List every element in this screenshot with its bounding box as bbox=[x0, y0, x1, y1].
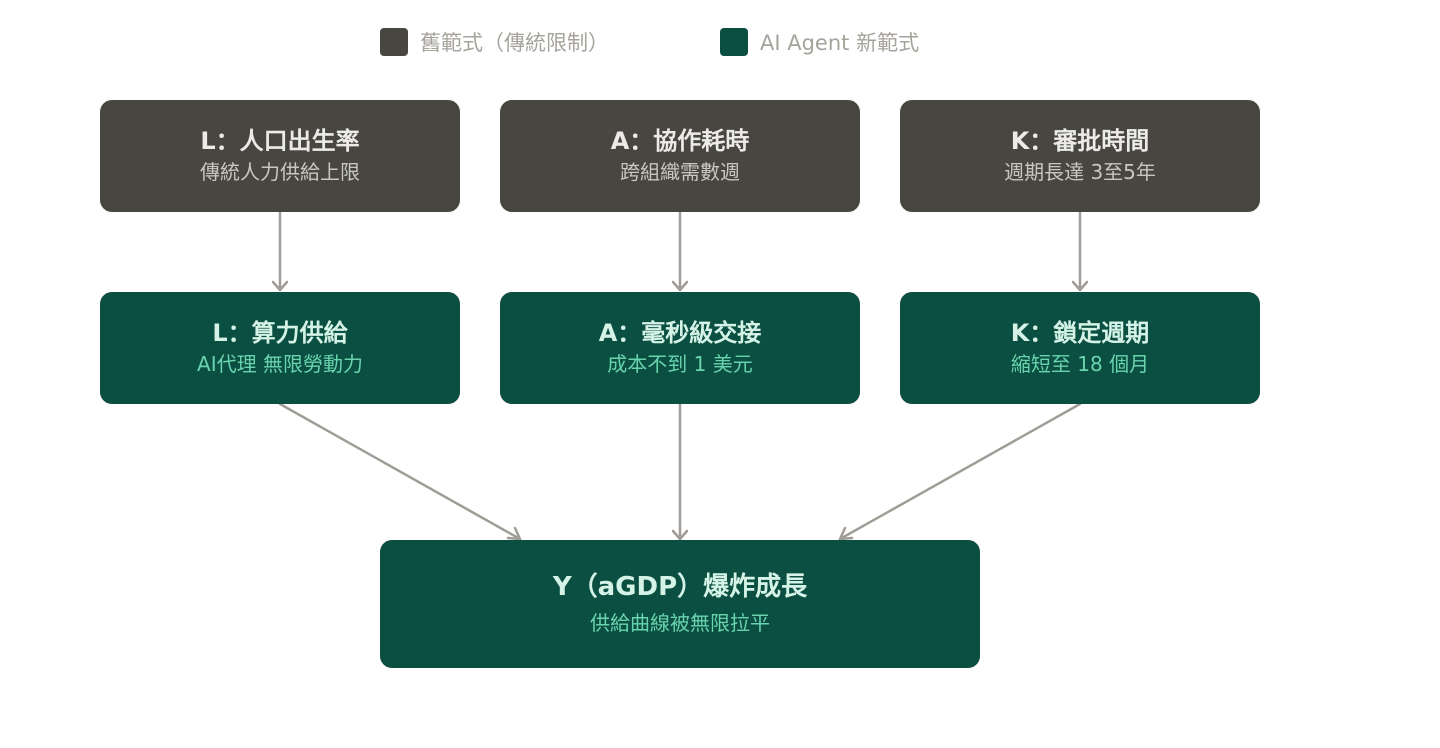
legend-item-new-paradigm: AI Agent 新範式 bbox=[720, 28, 919, 56]
node-new-lock-cycle: K：鎖定週期 縮短至 18 個月 bbox=[900, 292, 1260, 404]
legend-label-new: AI Agent 新範式 bbox=[760, 31, 920, 55]
node-new-compute: L：算力供給 AI代理 無限勞動力 bbox=[100, 292, 460, 404]
arrow-new-k-to-result bbox=[838, 402, 1082, 541]
arrow-new-l-to-result bbox=[278, 402, 522, 541]
arrowhead-new-l-to-result bbox=[506, 526, 522, 541]
legend-swatch-new bbox=[720, 28, 748, 56]
node-subtitle: AI代理 無限勞動力 bbox=[197, 352, 363, 376]
node-title: A：毫秒級交接 bbox=[598, 319, 762, 347]
legend-item-old-paradigm: 舊範式（傳統限制） bbox=[380, 28, 609, 56]
node-old-labor: L：人口出生率 傳統人力供給上限 bbox=[100, 100, 460, 212]
arrowhead-old-a-to-new-a bbox=[671, 280, 689, 292]
arrowhead-new-a-to-result bbox=[671, 529, 689, 541]
node-title: L：人口出生率 bbox=[200, 127, 360, 155]
node-subtitle: 供給曲線被無限拉平 bbox=[590, 611, 770, 635]
arrowhead-old-k-to-new-k bbox=[1071, 280, 1089, 292]
arrowhead-old-l-to-new-l bbox=[271, 280, 289, 292]
node-title: Y（aGDP）爆炸成長 bbox=[552, 572, 808, 602]
node-subtitle: 週期長達 3至5年 bbox=[1004, 160, 1156, 184]
node-result-agdp: Y（aGDP）爆炸成長 供給曲線被無限拉平 bbox=[380, 540, 980, 668]
node-subtitle: 縮短至 18 個月 bbox=[1010, 352, 1150, 376]
node-old-collaboration: A：協作耗時 跨組織需數週 bbox=[500, 100, 860, 212]
node-title: A：協作耗時 bbox=[610, 127, 750, 155]
node-title: K：審批時間 bbox=[1010, 127, 1150, 155]
node-subtitle: 跨組織需數週 bbox=[620, 160, 740, 184]
node-subtitle: 傳統人力供給上限 bbox=[200, 160, 360, 184]
legend-swatch-old bbox=[380, 28, 408, 56]
arrowhead-new-k-to-result bbox=[838, 526, 854, 541]
node-title: K：鎖定週期 bbox=[1010, 319, 1150, 347]
node-old-approval: K：審批時間 週期長達 3至5年 bbox=[900, 100, 1260, 212]
node-title: L：算力供給 bbox=[212, 319, 348, 347]
node-subtitle: 成本不到 1 美元 bbox=[607, 352, 753, 376]
legend-label-old: 舊範式（傳統限制） bbox=[420, 31, 609, 55]
node-new-handoff: A：毫秒級交接 成本不到 1 美元 bbox=[500, 292, 860, 404]
